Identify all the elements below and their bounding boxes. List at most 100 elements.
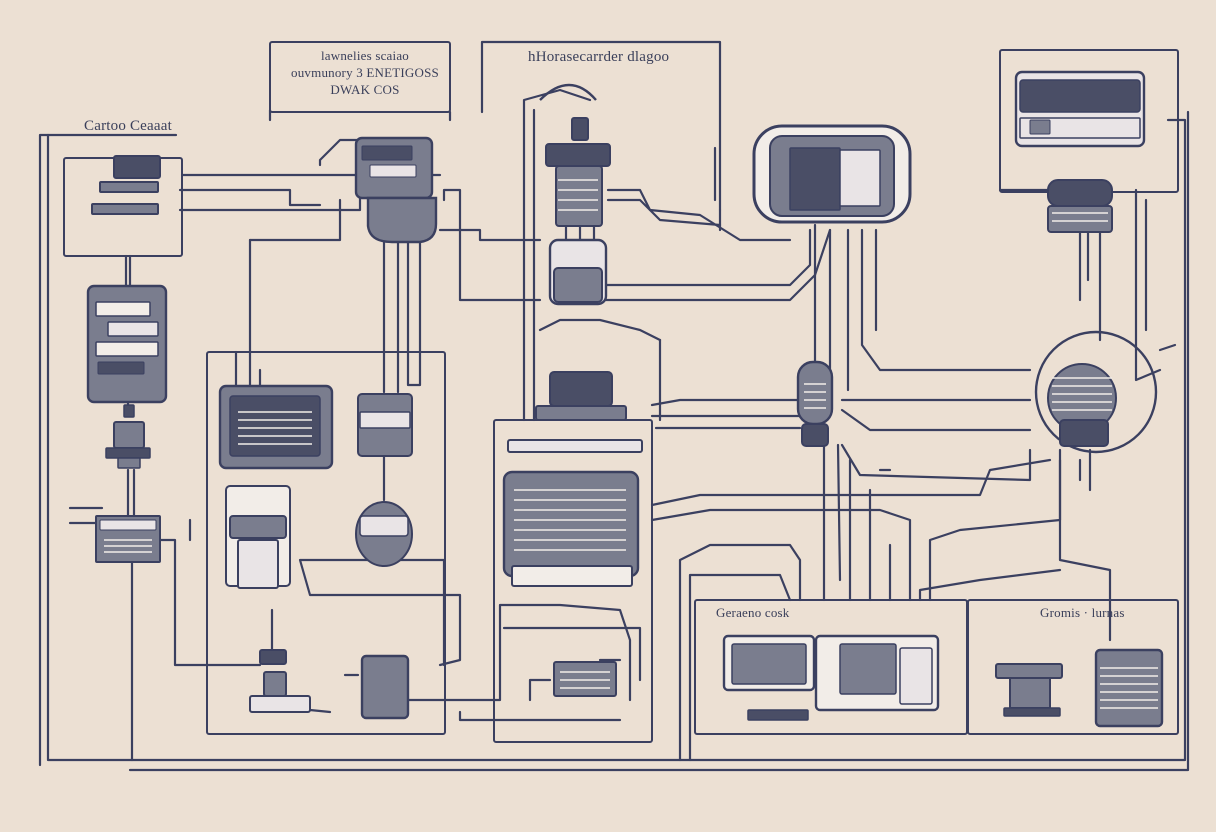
middle-left-frame bbox=[206, 351, 446, 735]
bottom-monitor-controls bbox=[899, 647, 933, 705]
hub-slot bbox=[361, 145, 413, 161]
wire-30 bbox=[522, 88, 592, 422]
wire-39 bbox=[538, 318, 662, 342]
rack-unit-icon bbox=[95, 515, 161, 563]
connection-wires bbox=[38, 40, 1190, 772]
wire-76 bbox=[298, 558, 462, 667]
top-box-line1: lawnelies scaiao bbox=[320, 48, 410, 63]
microphone-icon bbox=[796, 360, 834, 447]
wire-35 bbox=[606, 188, 792, 242]
hub-ring bbox=[1034, 330, 1158, 454]
center-printer-head bbox=[549, 371, 613, 407]
router-slot bbox=[359, 411, 411, 429]
node-top bbox=[571, 117, 589, 141]
monitor-icon bbox=[752, 124, 912, 224]
connector-top bbox=[123, 404, 135, 418]
hub-bottom bbox=[366, 196, 438, 244]
small-tower bbox=[360, 654, 410, 720]
monitor-icon bbox=[722, 634, 940, 721]
wire-26 bbox=[442, 188, 542, 302]
wire-24 bbox=[406, 234, 422, 387]
wire-47 bbox=[860, 228, 1032, 372]
right-storage-body bbox=[1094, 648, 1164, 728]
wire-3 bbox=[46, 118, 1187, 762]
wire-60 bbox=[678, 543, 802, 762]
printer-tray bbox=[229, 395, 321, 457]
wire-50 bbox=[840, 408, 1032, 432]
server-slot bbox=[95, 301, 151, 317]
wire-81 bbox=[528, 678, 552, 702]
drive-label bbox=[359, 515, 409, 537]
node-body bbox=[555, 165, 603, 227]
connector-body bbox=[113, 421, 145, 449]
right-printer-body bbox=[1009, 677, 1051, 709]
server-slot bbox=[107, 321, 159, 337]
wire-64 bbox=[1058, 458, 1112, 642]
printer-icon bbox=[218, 384, 334, 470]
switch-icon bbox=[249, 649, 311, 713]
center-drive-body bbox=[502, 470, 640, 578]
router-icon bbox=[357, 393, 413, 457]
right-printer-base bbox=[1003, 707, 1061, 717]
top-rack-screen bbox=[1019, 79, 1141, 113]
switch-icon bbox=[105, 404, 151, 469]
wire-41 bbox=[650, 398, 802, 407]
small-modem-body bbox=[553, 661, 617, 697]
wire-38 bbox=[603, 228, 832, 302]
hub-base bbox=[1059, 419, 1109, 447]
right-printer-head bbox=[995, 663, 1063, 679]
switch-top bbox=[259, 649, 287, 665]
node-arc bbox=[539, 83, 597, 101]
label-box-top-left bbox=[269, 41, 451, 113]
wire-53 bbox=[836, 443, 842, 582]
monitor-screen-left bbox=[789, 147, 841, 211]
device-group bbox=[86, 70, 1164, 728]
router-icon bbox=[1047, 179, 1113, 233]
right-router-body bbox=[1047, 205, 1113, 233]
wire-1 bbox=[480, 40, 722, 212]
monitor-screen-right bbox=[839, 149, 881, 207]
server-slot bbox=[97, 361, 145, 375]
center-printer-tray bbox=[535, 405, 627, 421]
wire-2 bbox=[38, 133, 178, 767]
printer-icon bbox=[995, 663, 1063, 717]
switch-body bbox=[263, 671, 287, 697]
connector-foot bbox=[117, 457, 141, 469]
wire-70 bbox=[1158, 343, 1177, 352]
right-router-head bbox=[1047, 179, 1113, 207]
bottom-monitor-screen bbox=[731, 643, 807, 685]
wire-5 bbox=[128, 110, 1190, 772]
wire-78 bbox=[458, 710, 622, 722]
hub-slot bbox=[369, 164, 417, 178]
printer-icon bbox=[507, 371, 643, 453]
hub-icon bbox=[354, 136, 438, 244]
storage-drive-icon bbox=[355, 501, 413, 567]
bottom-mid-title: Geraeno cosk bbox=[716, 605, 790, 620]
switch-base bbox=[249, 695, 311, 713]
wire-79 bbox=[502, 626, 642, 682]
top-center-title: hHorasecarrder dlagoo bbox=[528, 49, 670, 65]
modem-icon bbox=[225, 485, 291, 589]
computer-terminal-icon bbox=[91, 155, 161, 215]
bottom-right-title: Gromis · lurnas bbox=[1040, 605, 1125, 620]
wire-18 bbox=[248, 198, 342, 242]
wire-27 bbox=[438, 228, 542, 242]
modem-icon bbox=[553, 661, 617, 697]
bottom-monitor-right-screen bbox=[839, 643, 897, 695]
storage-drive-icon bbox=[1094, 648, 1164, 728]
server-tower-icon bbox=[86, 284, 168, 404]
node-head bbox=[545, 143, 611, 167]
wire-61 bbox=[688, 573, 792, 762]
bottom-right-panel bbox=[967, 599, 1179, 735]
wire-8 bbox=[178, 193, 362, 212]
top-box-line3: DWAK COS bbox=[330, 82, 400, 97]
wire-16 bbox=[158, 538, 262, 667]
top-rack-led bbox=[1029, 119, 1051, 135]
wire-58 bbox=[650, 458, 1052, 507]
mic-body bbox=[796, 360, 834, 426]
modem-body bbox=[237, 539, 279, 589]
center-drive-base bbox=[511, 565, 633, 587]
center-printer-bar bbox=[507, 439, 643, 453]
modem-panel bbox=[229, 515, 287, 539]
